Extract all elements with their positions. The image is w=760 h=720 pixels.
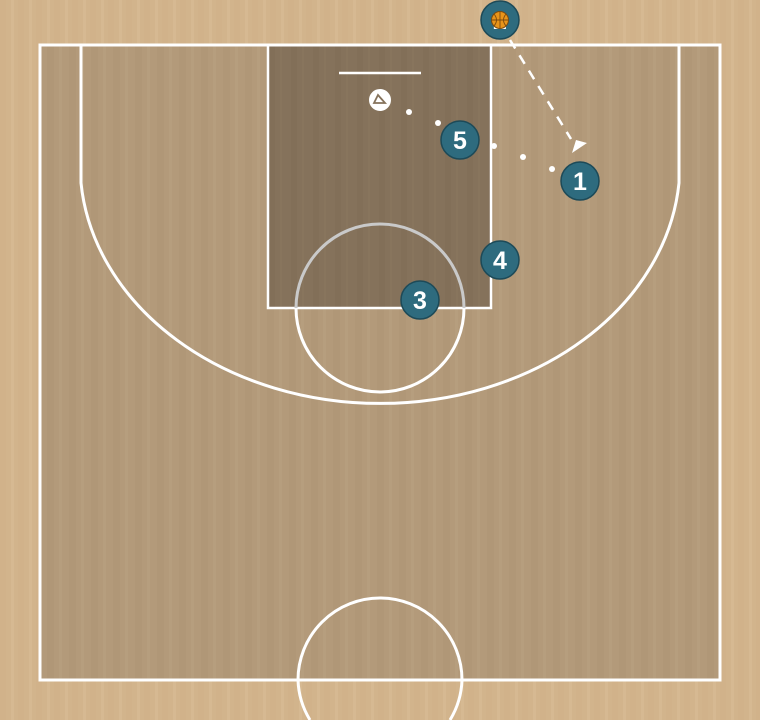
player-3-label: 3 bbox=[413, 287, 427, 315]
player-1[interactable]: 1 bbox=[560, 161, 600, 201]
paint-area bbox=[268, 45, 491, 308]
three-point-line bbox=[79, 45, 681, 405]
basketball-icon bbox=[491, 11, 509, 29]
player-5[interactable]: 5 bbox=[440, 120, 480, 160]
lane-lines bbox=[266, 43, 493, 310]
pass-arrow-2-to-1 bbox=[508, 39, 587, 153]
player-3[interactable]: 3 bbox=[400, 280, 440, 320]
player-2[interactable]: 2 bbox=[480, 0, 520, 40]
player-1-label: 1 bbox=[573, 168, 587, 196]
court-lines bbox=[38, 43, 722, 720]
free-throw-circle-top bbox=[294, 222, 466, 309]
player-5-label: 5 bbox=[453, 127, 467, 155]
basket-icon bbox=[369, 89, 391, 111]
free-throw-circle-bottom bbox=[294, 307, 466, 394]
player-4[interactable]: 4 bbox=[480, 240, 520, 280]
player-4-label: 4 bbox=[493, 247, 507, 275]
center-circle-lower bbox=[296, 679, 464, 720]
center-circle bbox=[296, 596, 464, 681]
